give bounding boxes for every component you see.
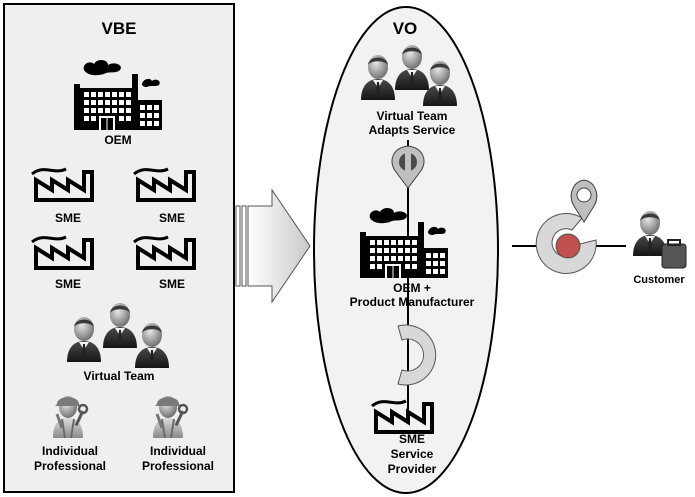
service-node-icon bbox=[391, 145, 425, 189]
individual-label-line1: Individual bbox=[42, 444, 98, 458]
individual-label-line1: Individual bbox=[150, 444, 206, 458]
customer-label: Customer bbox=[633, 274, 685, 286]
individual-label-line2: Professional bbox=[142, 459, 214, 473]
vo-sme-line1: SME bbox=[399, 432, 425, 446]
vbe-virtual-team-label: Virtual Team bbox=[84, 369, 155, 383]
vo-oem-line1: OEM + bbox=[393, 281, 431, 295]
vo-virtual-team-line1: Virtual Team bbox=[377, 109, 448, 123]
vbe-sme-label: SME bbox=[55, 277, 81, 291]
vbe-sme-label: SME bbox=[159, 277, 185, 291]
vo-oem-line2: Product Manufacturer bbox=[350, 295, 475, 309]
vo-sme-line3: Provider bbox=[388, 462, 437, 476]
transition-arrow-icon bbox=[235, 188, 311, 304]
service-socket-icon bbox=[397, 324, 437, 386]
vo-title: VO bbox=[393, 19, 418, 38]
vbe-sme-label: SME bbox=[55, 211, 81, 225]
vo-sme-line2: Service bbox=[391, 447, 434, 461]
vo-virtual-team-line2: Adapts Service bbox=[369, 123, 456, 137]
vbe-sme-label: SME bbox=[159, 211, 185, 225]
individual-label-line2: Professional bbox=[34, 459, 106, 473]
vbe-title: VBE bbox=[102, 19, 137, 38]
customer-icon bbox=[633, 211, 687, 269]
vbe-oem-label: OEM bbox=[104, 133, 131, 147]
service-delivery-icon bbox=[535, 179, 598, 274]
